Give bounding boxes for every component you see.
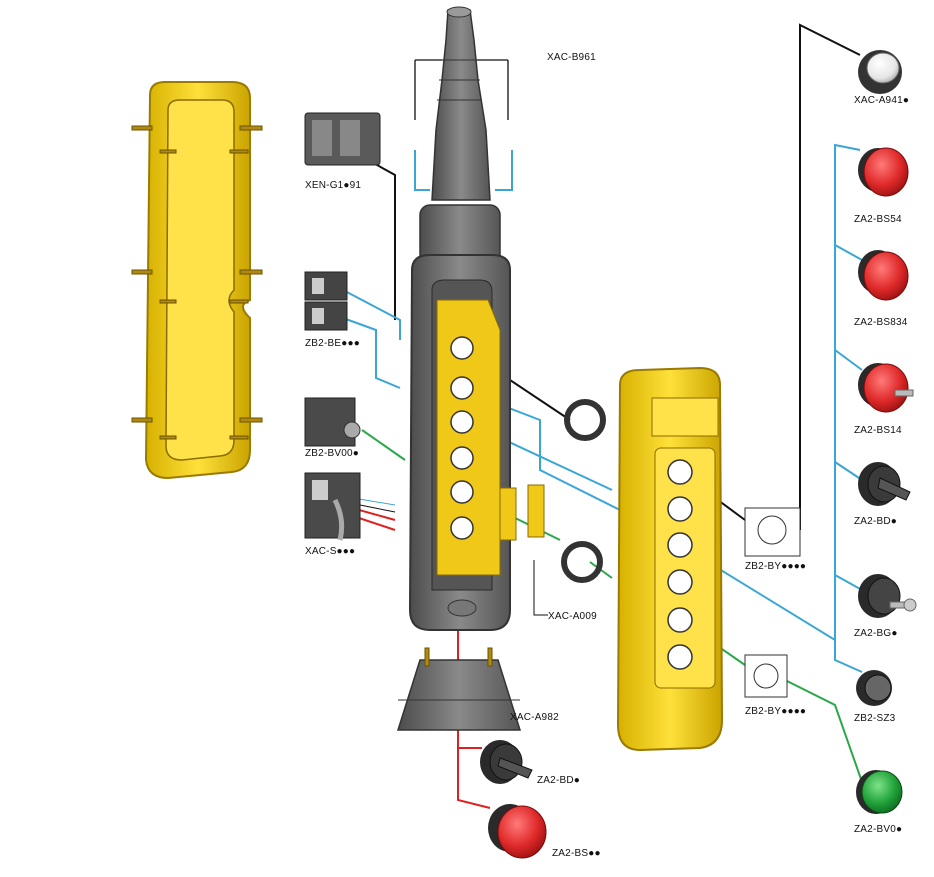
label-zb2-be: ZB2-BE●●●: [305, 338, 360, 349]
selector-switch-icon: [480, 740, 533, 784]
label-zb2-by-top: ZB2-BY●●●●: [745, 561, 807, 572]
right-yellow-cover: [616, 366, 724, 752]
pendant-body: [408, 6, 511, 631]
label-za2-bv0: ZA2-BV0●: [854, 824, 903, 835]
label-zb2-sz3: ZB2-SZ3: [854, 713, 896, 724]
plate-holes: [450, 336, 474, 540]
label-xac-a009: XAC-A009: [548, 611, 597, 622]
label-za2-bd-right: ZA2-BD●: [854, 516, 898, 527]
label-xac-b961: XAC-B961: [547, 52, 596, 63]
label-za2-bs14: ZA2-BS14: [854, 425, 902, 436]
label-za2-bs-bottom: ZA2-BS●●: [552, 848, 601, 859]
limit-block-xac-s: [304, 472, 361, 541]
label-xac-a982: XAC-A982: [510, 712, 559, 723]
retaining-ring-icon: [561, 399, 606, 583]
legend-frame-top: [744, 507, 801, 557]
bracket-xac-a009: [499, 484, 545, 541]
light-block-zb2-bv: [304, 397, 361, 447]
label-xac-a941: XAC-A941●: [854, 95, 910, 106]
label-za2-bd-bottom: ZA2-BD●: [537, 775, 581, 786]
white-push-button-icon: [858, 50, 902, 94]
label-za2-bg: ZA2-BG●: [854, 628, 898, 639]
contact-block-zb2-be: [304, 271, 348, 331]
label-xen-g1: XEN-G1●91: [305, 180, 362, 191]
red-mushroom-button-icon: [858, 147, 909, 197]
contact-block-xen: [304, 112, 381, 166]
cover-screw-icon: [131, 125, 263, 440]
connection-lines: [334, 23, 863, 809]
bottom-boot: [396, 647, 522, 731]
green-push-button-icon: [856, 770, 903, 814]
label-zb2-bv00: ZB2-BV00●: [305, 448, 359, 459]
key-switch-icon: [856, 670, 892, 706]
label-zb2-by-bottom: ZB2-BY●●●●: [745, 706, 807, 717]
key-selector-icon: [858, 574, 917, 618]
red-mushroom-button-icon: [488, 804, 547, 859]
red-mushroom-button-icon: [858, 250, 909, 301]
legend-frame-bottom: [744, 654, 788, 698]
key-selector-icon: [858, 363, 914, 413]
selector-switch-icon: [858, 462, 911, 506]
label-za2-bs834: ZA2-BS834: [854, 317, 908, 328]
left-yellow-cover: [131, 81, 263, 480]
label-za2-bs54: ZA2-BS54: [854, 214, 902, 225]
cover-holes: [667, 459, 693, 670]
label-xac-s: XAC-S●●●: [305, 546, 356, 557]
